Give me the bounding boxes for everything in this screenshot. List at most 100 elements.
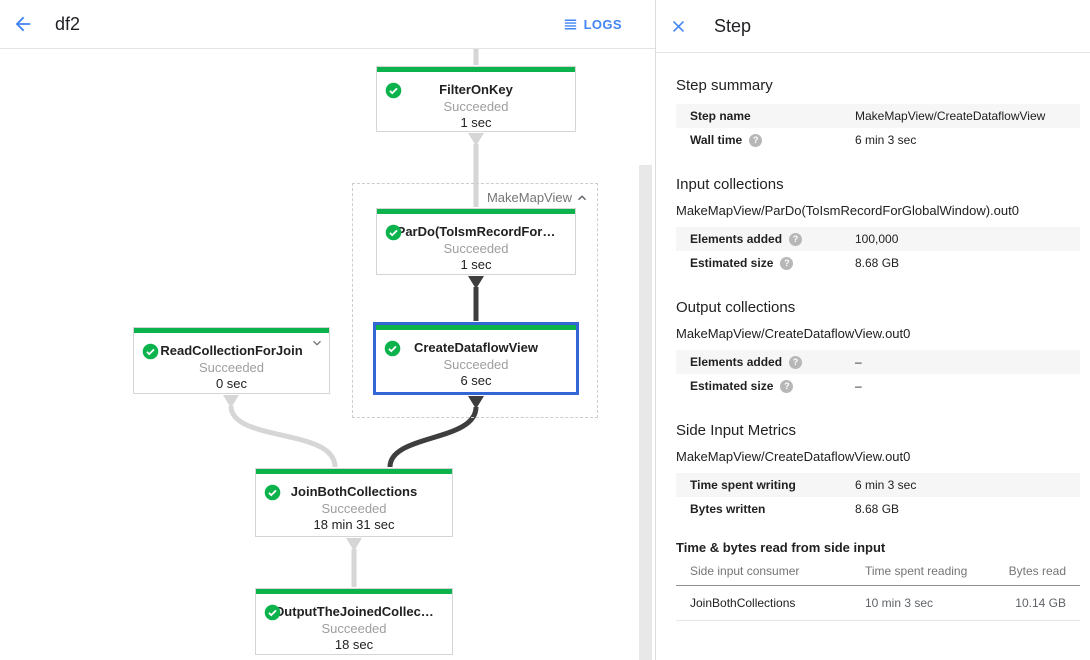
group-label: MakeMapView: [486, 190, 572, 205]
kv-row-estimated-size: Estimated size ? 8.68 GB: [676, 251, 1080, 275]
kv-label-text: Estimated size: [690, 379, 774, 393]
kv-value: –: [855, 379, 862, 393]
kv-label: Elements added ?: [690, 232, 855, 246]
kv-value: MakeMapView/CreateDataflowView: [855, 109, 1046, 123]
table-header-row: Side input consumer Time spent reading B…: [676, 557, 1080, 586]
node-title: OutputTheJoinedCollec…: [274, 604, 434, 619]
node-time: 18 sec: [334, 637, 374, 652]
node-status-bar: [134, 328, 329, 333]
node-status: Succeeded: [443, 241, 509, 256]
graph-node-filteronkey[interactable]: FilterOnKey Succeeded 1 sec: [376, 66, 576, 132]
kv-label: Elements added ?: [690, 355, 855, 369]
node-time: 6 sec: [460, 373, 492, 388]
kv-label: Estimated size ?: [690, 256, 855, 270]
node-title: ReadCollectionForJoin: [160, 343, 303, 358]
kv-label-text: Bytes written: [690, 502, 766, 516]
panel-header: Step: [656, 0, 1090, 53]
node-time: 0 sec: [215, 376, 248, 391]
column-header-side-input-consumer: Side input consumer: [676, 557, 851, 586]
step-details-panel: Step Step summary Step name MakeMapView/…: [656, 0, 1090, 660]
graph-node-pardo-toismrecord[interactable]: ParDo(ToIsmRecordFor… Succeeded 1 sec: [376, 208, 576, 275]
logs-button[interactable]: LOGS: [556, 12, 628, 37]
help-icon[interactable]: ?: [789, 232, 803, 246]
node-status: Succeeded: [321, 621, 387, 636]
group-makemapview-toggle[interactable]: MakeMapView: [487, 190, 589, 205]
section-heading-step-summary: Step summary: [676, 77, 773, 94]
kv-row-elements-added: Elements added ? –: [676, 350, 1080, 374]
panel-title: Step: [714, 15, 752, 36]
cell-time-spent-reading: 10 min 3 sec: [851, 585, 986, 621]
kv-label-text: Wall time: [690, 133, 743, 147]
back-button[interactable]: [0, 0, 46, 48]
top-toolbar: df2 LOGS: [0, 0, 655, 49]
kv-label-text: Elements added: [690, 355, 783, 369]
kv-value: 6 min 3 sec: [855, 478, 917, 492]
node-time: 1 sec: [460, 257, 492, 272]
kv-label-text: Step name: [690, 109, 751, 123]
kv-label: Estimated size ?: [690, 379, 855, 393]
chevron-down-icon[interactable]: [310, 336, 324, 355]
node-status-bar: [256, 589, 452, 594]
column-header-time-spent-reading: Time spent reading: [851, 557, 986, 586]
node-status: Succeeded: [443, 357, 509, 372]
kv-row-time-spent-writing: Time spent writing 6 min 3 sec: [676, 473, 1080, 497]
kv-label: Wall time ?: [690, 133, 855, 147]
node-title: ParDo(ToIsmRecordFor…: [396, 224, 556, 239]
kv-value: 6 min 3 sec: [855, 133, 917, 147]
node-title: CreateDataflowView: [413, 340, 539, 355]
node-time: 18 min 31 sec: [313, 517, 395, 532]
kv-row-bytes-written: Bytes written 8.68 GB: [676, 497, 1080, 521]
kv-value: 8.68 GB: [855, 256, 900, 270]
help-icon[interactable]: ?: [749, 133, 763, 147]
close-icon: [672, 20, 684, 32]
node-status-bar: [256, 469, 452, 474]
check-circle-icon: [385, 82, 402, 99]
kv-value: –: [855, 355, 862, 369]
help-icon[interactable]: ?: [780, 379, 794, 393]
panel-body: Step summary Step name MakeMapView/Creat…: [656, 77, 1090, 621]
back-arrow-icon: [15, 16, 31, 32]
graph-node-outputthejoinedcollection[interactable]: OutputTheJoinedCollec… Succeeded 18 sec: [255, 588, 453, 655]
section-heading-output-collections: Output collections: [676, 299, 796, 316]
section-heading-input-collections: Input collections: [676, 176, 784, 193]
kv-value: 8.68 GB: [855, 502, 900, 516]
input-collection-name: MakeMapView/ParDo(ToIsmRecordForGlobalWi…: [676, 203, 1019, 218]
node-status-bar: [377, 67, 575, 72]
kv-row-estimated-size: Estimated size ? –: [676, 374, 1080, 398]
kv-row-step-name: Step name MakeMapView/CreateDataflowView: [676, 104, 1080, 128]
logs-list-icon: [564, 19, 576, 29]
cell-side-input-consumer: JoinBothCollections: [676, 585, 851, 621]
kv-label: Step name: [690, 109, 855, 123]
help-icon[interactable]: ?: [780, 256, 794, 270]
job-graph-pane: MakeMapView FilterOnKey Succeeded 1 sec …: [0, 0, 655, 660]
graph-node-readcollectionforjoin[interactable]: ReadCollectionForJoin Succeeded 0 sec: [133, 327, 330, 394]
check-circle-icon: [264, 484, 281, 501]
close-panel-button[interactable]: [656, 0, 700, 52]
side-input-collection-name: MakeMapView/CreateDataflowView.out0: [676, 449, 911, 464]
kv-label-text: Elements added: [690, 232, 783, 246]
chevron-up-icon: [578, 194, 586, 200]
help-icon[interactable]: ?: [789, 355, 803, 369]
node-status: Succeeded: [198, 360, 265, 375]
kv-label-text: Estimated size: [690, 256, 774, 270]
kv-label-text: Time spent writing: [690, 478, 796, 492]
table-row-joinbothcollections[interactable]: JoinBothCollections 10 min 3 sec 10.14 G…: [676, 585, 1080, 621]
job-title: df2: [55, 13, 81, 34]
check-circle-icon: [142, 343, 159, 360]
kv-label: Time spent writing: [690, 478, 855, 492]
check-circle-icon: [264, 604, 281, 621]
side-input-table: Side input consumer Time spent reading B…: [676, 557, 1080, 621]
node-title: FilterOnKey: [439, 82, 513, 97]
dataflow-graph: MakeMapView FilterOnKey Succeeded 1 sec …: [133, 48, 598, 655]
logs-label: LOGS: [583, 16, 622, 32]
side-input-table-heading: Time & bytes read from side input: [676, 540, 886, 555]
check-circle-icon: [385, 224, 402, 241]
graph-node-joinbothcollections[interactable]: JoinBothCollections Succeeded 18 min 31 …: [255, 468, 453, 537]
node-status: Succeeded: [321, 501, 387, 516]
output-collection-name: MakeMapView/CreateDataflowView.out0: [676, 326, 911, 341]
kv-label: Bytes written: [690, 502, 855, 516]
column-header-bytes-read: Bytes read: [986, 557, 1080, 586]
graph-scrollbar[interactable]: [639, 165, 652, 660]
graph-node-createdataflowview[interactable]: CreateDataflowView Succeeded 6 sec: [373, 322, 579, 395]
group-makemapview: MakeMapView: [352, 183, 598, 418]
